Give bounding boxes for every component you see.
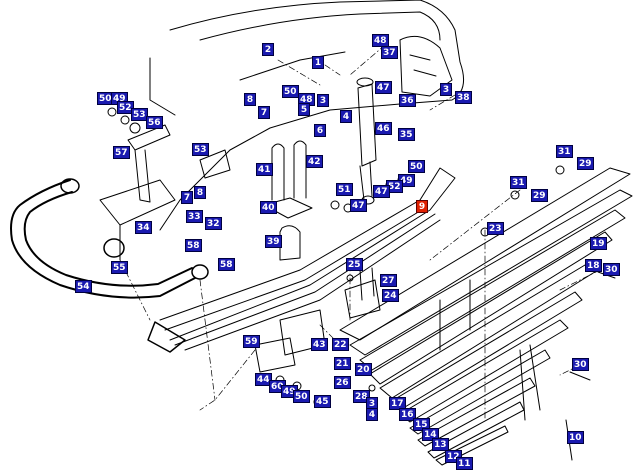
callout-18[interactable]: 18 <box>585 259 602 272</box>
callout-47[interactable]: 47 <box>373 185 390 198</box>
callout-57[interactable]: 57 <box>113 146 130 159</box>
callout-2[interactable]: 2 <box>262 43 274 56</box>
callout-10[interactable]: 10 <box>567 431 584 444</box>
callout-23[interactable]: 23 <box>487 222 504 235</box>
callout-6[interactable]: 6 <box>314 124 326 137</box>
drop-link <box>99 107 231 261</box>
callout-43[interactable]: 43 <box>311 338 328 351</box>
callout-24[interactable]: 24 <box>382 289 399 302</box>
spring-eye <box>147 321 186 353</box>
callout-14[interactable]: 14 <box>422 428 439 441</box>
callout-19[interactable]: 19 <box>590 237 607 250</box>
bump-stop <box>279 225 301 261</box>
callout-41[interactable]: 41 <box>256 163 273 176</box>
callout-7[interactable]: 7 <box>258 106 270 119</box>
callout-58[interactable]: 58 <box>185 239 202 252</box>
callout-55[interactable]: 55 <box>111 261 128 274</box>
callout-36[interactable]: 36 <box>399 94 416 107</box>
callout-56[interactable]: 56 <box>146 116 163 129</box>
callout-47[interactable]: 47 <box>350 199 367 212</box>
callout-9-highlighted[interactable]: 9 <box>416 200 428 213</box>
callout-58[interactable]: 58 <box>218 258 235 271</box>
callout-13[interactable]: 13 <box>432 438 449 451</box>
callout-7[interactable]: 7 <box>181 191 193 204</box>
callout-51[interactable]: 51 <box>336 183 353 196</box>
callout-8[interactable]: 8 <box>244 93 256 106</box>
callout-1[interactable]: 1 <box>312 56 324 69</box>
callout-44[interactable]: 44 <box>255 373 272 386</box>
callout-21[interactable]: 21 <box>334 357 351 370</box>
callout-50[interactable]: 50 <box>293 390 310 403</box>
callout-46[interactable]: 46 <box>375 122 392 135</box>
callout-42[interactable]: 42 <box>306 155 323 168</box>
bushing-55 <box>103 238 125 258</box>
u-bolts <box>263 140 313 261</box>
callout-16[interactable]: 16 <box>399 408 416 421</box>
hardware <box>275 165 616 407</box>
callout-52[interactable]: 52 <box>117 101 134 114</box>
callout-59[interactable]: 59 <box>243 335 260 348</box>
callout-20[interactable]: 20 <box>355 363 372 376</box>
callout-4[interactable]: 4 <box>340 110 352 123</box>
callout-3[interactable]: 3 <box>317 94 329 107</box>
callout-30[interactable]: 30 <box>603 263 620 276</box>
callout-31[interactable]: 31 <box>510 176 527 189</box>
callout-53[interactable]: 53 <box>131 108 148 121</box>
callout-50[interactable]: 50 <box>282 85 299 98</box>
callout-30[interactable]: 30 <box>572 358 589 371</box>
callout-35[interactable]: 35 <box>398 128 415 141</box>
callout-4[interactable]: 4 <box>366 408 378 421</box>
frame-bracket <box>399 35 453 97</box>
callout-34[interactable]: 34 <box>135 221 152 234</box>
leader-lines <box>119 44 601 421</box>
callout-37[interactable]: 37 <box>381 46 398 59</box>
callout-25[interactable]: 25 <box>346 258 363 271</box>
callout-48[interactable]: 48 <box>372 34 389 47</box>
callout-40[interactable]: 40 <box>260 201 277 214</box>
callout-54[interactable]: 54 <box>75 280 92 293</box>
callout-29[interactable]: 29 <box>531 189 548 202</box>
callout-5[interactable]: 5 <box>298 103 310 116</box>
callout-33[interactable]: 33 <box>186 210 203 223</box>
callout-8[interactable]: 8 <box>194 186 206 199</box>
callout-32[interactable]: 32 <box>205 217 222 230</box>
callout-50[interactable]: 50 <box>408 160 425 173</box>
callout-45[interactable]: 45 <box>314 395 331 408</box>
callout-31[interactable]: 31 <box>556 145 573 158</box>
callout-22[interactable]: 22 <box>332 338 349 351</box>
callout-39[interactable]: 39 <box>265 235 282 248</box>
callout-15[interactable]: 15 <box>413 418 430 431</box>
main-leaf-spring <box>147 167 456 353</box>
callout-29[interactable]: 29 <box>577 157 594 170</box>
callout-38[interactable]: 38 <box>455 91 472 104</box>
callout-11[interactable]: 11 <box>456 457 473 470</box>
callout-47[interactable]: 47 <box>375 81 392 94</box>
anti-roll-bar <box>10 178 209 299</box>
callout-17[interactable]: 17 <box>389 397 406 410</box>
leaf-pack <box>339 167 633 466</box>
callout-53[interactable]: 53 <box>192 143 209 156</box>
callout-26[interactable]: 26 <box>334 376 351 389</box>
callout-28[interactable]: 28 <box>353 390 370 403</box>
shock-absorber <box>356 77 377 205</box>
callout-3[interactable]: 3 <box>440 83 452 96</box>
callout-27[interactable]: 27 <box>380 274 397 287</box>
callout-50[interactable]: 50 <box>97 92 114 105</box>
chassis-frame <box>149 0 465 231</box>
spring-shackle <box>254 267 381 373</box>
